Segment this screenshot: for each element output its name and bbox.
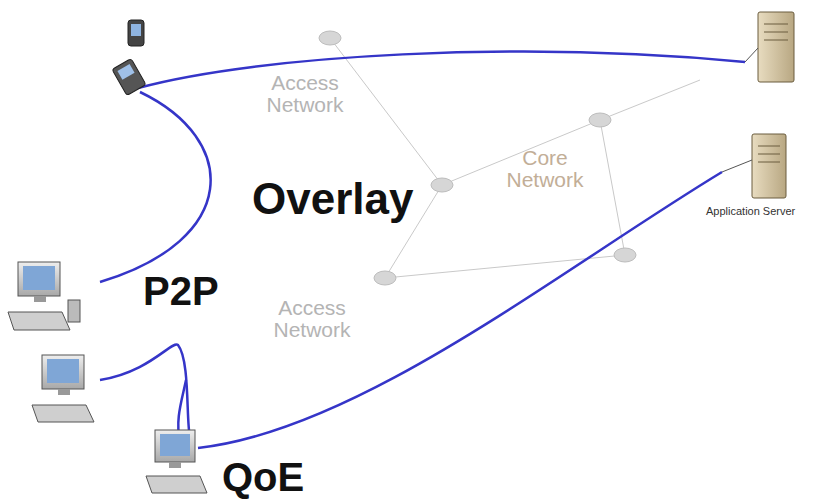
cloud-shape — [433, 130, 660, 259]
server-caption: Application Server — [706, 206, 795, 218]
access-network-cloud: Access Network — [180, 275, 440, 425]
router-links — [330, 38, 700, 278]
pc-icon — [146, 430, 207, 493]
core-network-cloud: Core Network — [420, 105, 670, 270]
pc-icon — [8, 262, 80, 330]
server-icon — [752, 134, 786, 198]
qoe-label: QoE — [222, 456, 304, 498]
overlay-title: Overlay — [252, 176, 413, 222]
access-network-cloud: Access Network — [170, 30, 440, 180]
overlay-cloud: OverlayAccess NetworkCore NetworkAccess … — [30, 0, 740, 490]
routers — [319, 31, 636, 285]
mobile-device — [112, 20, 146, 95]
network-label: Access Network — [252, 297, 372, 341]
cloud-shape — [193, 298, 429, 415]
server-icon — [758, 12, 794, 82]
overlay-paths — [100, 52, 745, 448]
p2p-label: P2P — [143, 270, 219, 312]
network-label: Core Network — [485, 147, 605, 191]
network-label: Access Network — [245, 72, 365, 116]
server-wire — [722, 160, 752, 172]
server-wire — [745, 48, 758, 62]
cloud-outline — [30, 0, 740, 490]
pc-icon — [32, 355, 94, 422]
cloud-shape — [66, 67, 710, 457]
cloud-shape — [184, 53, 429, 170]
